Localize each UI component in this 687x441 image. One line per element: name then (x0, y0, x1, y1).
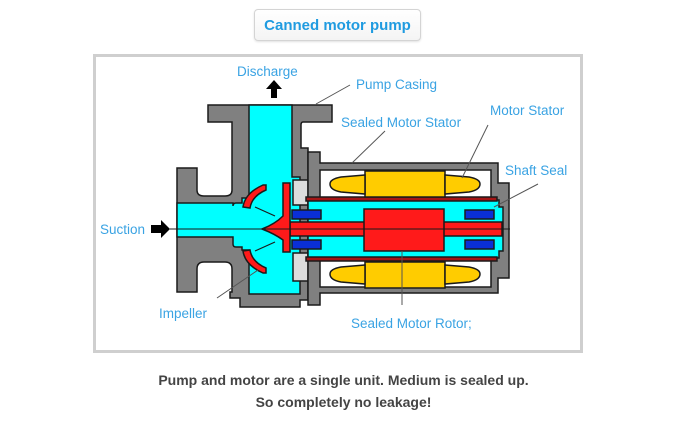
stator-end-right-bottom (444, 264, 481, 285)
leader-sealed-motor-stator (351, 130, 386, 164)
label-shaft-seal: Shaft Seal (505, 163, 567, 178)
impeller-blade-top (254, 206, 276, 217)
title-button[interactable]: Canned motor pump (254, 9, 421, 41)
stator-core-bottom (364, 261, 446, 289)
impeller-blade-bottom (254, 241, 276, 252)
label-motor-stator: Motor Stator (490, 103, 565, 118)
label-pump-casing: Pump Casing (356, 77, 437, 92)
bearings (291, 209, 495, 250)
caption-line-2: So completely no leakage! (255, 394, 432, 410)
bearing-rear-bottom (464, 239, 495, 250)
caption-line-1: Pump and motor are a single unit. Medium… (158, 372, 529, 388)
motor-stator (329, 170, 481, 289)
label-impeller: Impeller (159, 306, 208, 321)
motor-rotor (363, 208, 445, 252)
label-sealed-motor-stator: Sealed Motor Stator (341, 115, 462, 130)
impeller (242, 182, 291, 274)
bearing-front-top (291, 209, 322, 220)
leader-motor-stator (461, 124, 489, 179)
label-sealed-motor-rotor: Sealed Motor Rotor; (351, 316, 472, 331)
leader-pump-casing (315, 84, 351, 105)
leader-shaft-seal (493, 183, 539, 208)
discharge-arrow-icon (266, 80, 282, 98)
suction-arrow-icon (151, 220, 170, 238)
title-label: Canned motor pump (264, 16, 411, 34)
impeller-hub (259, 182, 291, 253)
stator-end-left-top (329, 174, 366, 195)
impeller-vane-top (242, 184, 267, 209)
label-suction: Suction (100, 222, 145, 237)
bearing-front-bottom (291, 239, 322, 250)
impeller-vane-bottom (242, 249, 267, 274)
bearing-rear-top (464, 209, 495, 220)
stator-core-top (364, 170, 446, 198)
leader-impeller (216, 269, 259, 299)
stator-end-right-top (444, 174, 481, 195)
stator-end-left-bottom (329, 264, 366, 285)
label-discharge: Discharge (237, 64, 298, 79)
